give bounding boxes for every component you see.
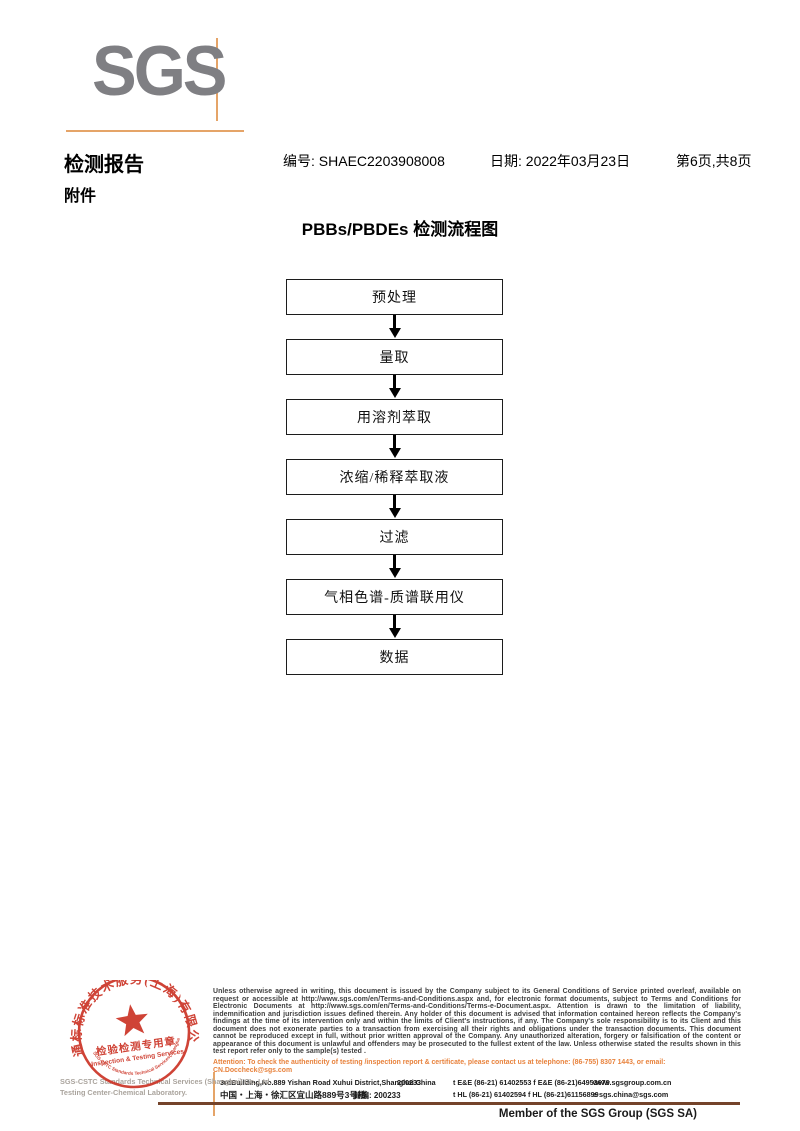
flow-step-data: 数据 [286,639,503,675]
flowchart: 预处理 量取 用溶剂萃取 浓缩/稀释萃取液 过滤 气相色谱-质谱联用仪 数据 [286,279,503,675]
logo-vertical-line [216,38,218,121]
stamp-star-icon [115,1004,148,1037]
page-title: 检测报告 [64,154,144,176]
postcode-english: 200233 [397,1078,421,1087]
flow-step-concentrate-dilute: 浓缩/稀释萃取液 [286,459,503,495]
footer-rule [158,1102,740,1105]
report-date: 日期: 2022年03月23日 [490,153,631,169]
arrow-down-icon [286,615,503,639]
address-chinese: 中国・上海・徐汇区宜山路889号3号楼 [220,1090,367,1100]
flow-step-measure: 量取 [286,339,503,375]
report-header: 检测报告 编号: SHAEC2203908008 日期: 2022年03月23日… [0,148,800,176]
report-number: 编号: SHAEC2203908008 [283,153,445,169]
company-name-line1: SGS-CSTC Standards Technical Services (S… [60,1077,272,1086]
email-address: e sgs.china@sgs.com [593,1090,669,1099]
address-divider-line [213,1072,215,1116]
logo-horizontal-line [66,130,244,132]
postcode-chinese: 邮编: 200233 [353,1091,401,1100]
flow-step-filter: 过滤 [286,519,503,555]
company-seal-stamp: 通标标准技术服务(上海)有限公司 SGS-CSTC Standards Tech… [58,980,203,1089]
phone-fax-row1: t E&E (86-21) 61402553 f E&E (86-21)6495… [453,1078,610,1087]
arrow-down-icon [286,495,503,519]
sgs-logo-text: SGS [92,32,227,111]
address-english: 3rdBuilding,No.889 Yishan Road Xuhui Dis… [220,1078,436,1087]
flowchart-title: PBBs/PBDEs 检测流程图 [301,220,499,239]
attachment-label: 附件 [64,188,97,205]
arrow-down-icon [286,315,503,339]
company-name-grey: SGS-CSTC Standards Technical Services (S… [60,1077,272,1099]
flow-step-solvent-extraction: 用溶剂萃取 [286,399,503,435]
arrow-down-icon [286,555,503,579]
sgs-logo: SGS [64,30,264,132]
legal-disclaimer-text: Unless otherwise agreed in writing, this… [213,988,741,1056]
phone-fax-row2: t HL (86-21) 61402594 f HL (86-21)611568… [453,1090,599,1099]
flow-step-pretreatment: 预处理 [286,279,503,315]
company-name-line2: Testing Center-Chemical Laboratory. [60,1087,188,1097]
attention-notice: Attention: To check the authenticity of … [213,1059,666,1074]
website-url: www.sgsgroup.com.cn [593,1078,672,1087]
sgs-member-text: Member of the SGS Group (SGS SA) [498,1108,697,1120]
page-indicator: 第6页,共8页 [676,153,752,169]
flow-step-gcms: 气相色谱-质谱联用仪 [286,579,503,615]
arrow-down-icon [286,435,503,459]
arrow-down-icon [286,375,503,399]
